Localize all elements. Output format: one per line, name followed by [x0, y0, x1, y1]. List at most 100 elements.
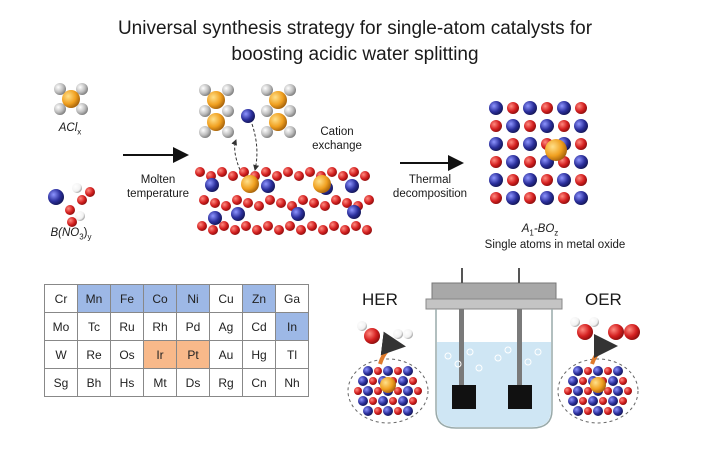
oxygen-atom: [369, 397, 377, 405]
element-cell-ag: Ag: [209, 312, 243, 341]
oxygen-atom: [604, 367, 612, 375]
metal-b-atom: [557, 173, 571, 187]
metal-b-atom: [398, 376, 408, 386]
oxygen-atom: [579, 397, 587, 405]
metal-b-atom: [573, 366, 583, 376]
element-cell-pd: Pd: [176, 312, 210, 341]
oxygen-atom: [354, 387, 362, 395]
element-cell-nh: Nh: [275, 368, 309, 397]
cluster-outline: [557, 358, 639, 424]
oxygen-atom: [327, 167, 337, 177]
electrolysis-cell: [425, 268, 563, 429]
her-label: HER: [362, 290, 398, 309]
oxygen-atom: [362, 225, 372, 235]
metal-b-atom: [403, 406, 413, 416]
metal-b-atom: [540, 191, 554, 205]
metal-b-atom: [523, 101, 537, 115]
oxygen-atom: [261, 167, 271, 177]
element-cell-cu: Cu: [209, 284, 243, 313]
oxygen-atom: [195, 167, 205, 177]
oxygen-atom: [369, 377, 377, 385]
element-cell-mn: Mn: [77, 284, 111, 313]
oxygen-atom: [351, 221, 361, 231]
element-cell-tc: Tc: [77, 312, 111, 341]
oxygen-atom: [296, 225, 306, 235]
oxygen-atom: [490, 156, 502, 168]
metal-b-atom: [347, 205, 361, 219]
oxygen-atom: [208, 225, 218, 235]
oxygen-atom: [298, 195, 308, 205]
metal-b-atom: [231, 207, 245, 221]
oxygen-atom: [243, 198, 253, 208]
single-atom-a: [241, 175, 259, 193]
element-cell-mo: Mo: [44, 312, 78, 341]
metal-b-atom: [403, 386, 413, 396]
oxygen-atom: [318, 225, 328, 235]
oxygen-atom: [307, 221, 317, 231]
metal-b-atom: [588, 396, 598, 406]
oxygen-atom: [274, 225, 284, 235]
oxygen-atom: [199, 195, 209, 205]
oxygen-atom: [575, 138, 587, 150]
oxygen-atom: [389, 397, 397, 405]
metal-b-atom: [489, 137, 503, 151]
single-atom-a: [313, 175, 331, 193]
element-cell-rg: Rg: [209, 368, 243, 397]
metal-b-atom: [398, 396, 408, 406]
oxygen-atom: [584, 387, 592, 395]
oer-cluster: [557, 358, 639, 424]
element-cell-sg: Sg: [44, 368, 78, 397]
element-cell-hg: Hg: [242, 340, 276, 369]
oxygen-atom: [232, 195, 242, 205]
oxygen-atom: [558, 192, 570, 204]
oxygen-atom: [575, 174, 587, 186]
single-atom-a: [545, 139, 567, 161]
oxygen-atom: [584, 367, 592, 375]
single-atom-a: [590, 377, 606, 393]
oxygen-atom: [342, 198, 352, 208]
element-cell-rh: Rh: [143, 312, 177, 341]
metal-b-atom: [205, 178, 219, 192]
oer-label: OER: [585, 290, 622, 309]
metal-b-atom: [574, 155, 588, 169]
oxygen-atom: [374, 407, 382, 415]
oxygen-atom: [254, 201, 264, 211]
element-cell-au: Au: [209, 340, 243, 369]
metal-b-atom: [358, 396, 368, 406]
metal-b-atom: [573, 406, 583, 416]
oxygen-atom: [394, 387, 402, 395]
element-cell-zn: Zn: [242, 284, 276, 313]
element-cell-cd: Cd: [242, 312, 276, 341]
metal-b-atom: [608, 376, 618, 386]
oxygen-atom: [221, 201, 231, 211]
oxygen-atom: [579, 377, 587, 385]
oxygen-atom: [252, 225, 262, 235]
metal-b-atom: [378, 396, 388, 406]
oxygen-atom: [604, 407, 612, 415]
oxygen-atom: [360, 171, 370, 181]
metal-b-atom: [593, 406, 603, 416]
oxygen-atom: [599, 397, 607, 405]
element-cell-cn: Cn: [242, 368, 276, 397]
oxygen-atom: [219, 221, 229, 231]
her-cluster: [347, 358, 429, 424]
cluster-outline: [347, 358, 429, 424]
oxygen-atom: [524, 156, 536, 168]
metal-b-atom: [573, 386, 583, 396]
metal-b-atom: [506, 119, 520, 133]
oxygen-atom: [394, 367, 402, 375]
oxygen-atom: [374, 387, 382, 395]
product-caption: Single atoms in metal oxide: [484, 239, 626, 251]
metal-b-atom: [383, 406, 393, 416]
metal-b-atom: [358, 376, 368, 386]
metal-b-atom: [608, 396, 618, 406]
metal-b-atom: [345, 179, 359, 193]
element-cell-hs: Hs: [110, 368, 144, 397]
product-oxide-cube: [489, 101, 588, 205]
oxygen-atom: [541, 102, 553, 114]
metal-b-atom: [613, 386, 623, 396]
oxygen-atom: [331, 195, 341, 205]
metal-b-atom: [363, 366, 373, 376]
